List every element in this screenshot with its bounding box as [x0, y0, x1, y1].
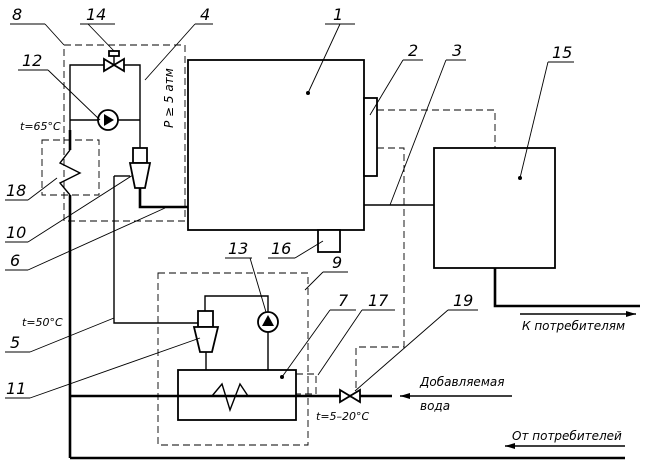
dot-tank-7: [280, 375, 284, 379]
callout-10: 10: [6, 223, 26, 242]
ejector-10-top: [133, 148, 147, 163]
callout-3: 3: [452, 41, 462, 60]
callout-12: 12: [22, 51, 42, 70]
callout-4: 4: [200, 5, 210, 24]
callout-14: 14: [86, 5, 106, 24]
callout-11: 11: [6, 379, 26, 398]
callout-17: 17: [368, 291, 389, 310]
heat-exchanger-18-coil: [60, 150, 80, 195]
pipe-6: [140, 188, 188, 207]
ejector-11-body: [194, 327, 218, 352]
dot-boiler: [306, 91, 310, 95]
tank-15: [434, 148, 555, 268]
callout-7: 7: [338, 291, 349, 310]
label-added-water-1: Добавляемая: [419, 375, 504, 389]
callout-8: 8: [12, 5, 22, 24]
boiler-1: [188, 60, 364, 230]
callout-15: 15: [552, 43, 572, 62]
callout-6: 6: [10, 251, 20, 270]
valve-14-handle: [109, 51, 119, 56]
ejector-11-top: [198, 311, 213, 327]
label-temp-5-20: t=5–20°C: [316, 410, 370, 423]
valve-19: [340, 390, 360, 402]
label-from-consumers: От потребителей: [512, 429, 622, 443]
label-temp-65: t=65°C: [20, 120, 61, 133]
callout-18: 18: [6, 181, 26, 200]
callout-16: 16: [271, 239, 291, 258]
callout-19: 19: [453, 291, 473, 310]
label-added-water-2: вода: [420, 399, 450, 413]
label-temp-50: t=50°C: [22, 316, 63, 329]
level-indicator-17: [296, 374, 316, 394]
callout-1: 1: [333, 5, 343, 24]
bypass-line: [70, 65, 140, 150]
callout-13: 13: [228, 239, 248, 258]
supply-line: [495, 268, 640, 306]
component-2: [364, 98, 377, 176]
dot-tank-15: [518, 176, 522, 180]
label-pressure: P ≥ 5 атм: [162, 68, 176, 128]
label-to-consumers: К потребителям: [522, 319, 625, 333]
callout-9: 9: [332, 253, 342, 272]
callout-2: 2: [408, 41, 418, 60]
control-line-2-15: [377, 110, 495, 148]
component-16: [318, 230, 340, 252]
callout-5: 5: [10, 333, 20, 352]
